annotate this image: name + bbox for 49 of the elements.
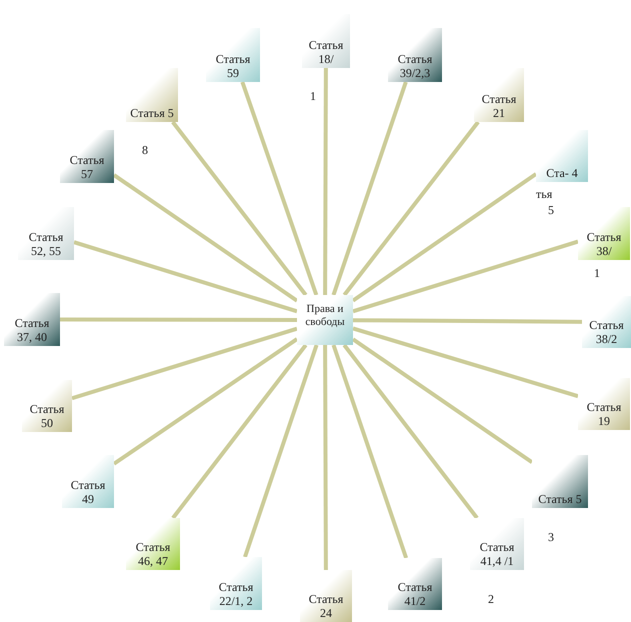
- article-box: [297, 295, 353, 345]
- connector-line: [60, 318, 297, 322]
- article-label: Статья 5: [129, 106, 175, 120]
- article-label: Статья 24: [308, 592, 344, 620]
- connector-line: [323, 345, 328, 570]
- connector-line: [352, 318, 582, 324]
- article-label: Статья 38/2: [588, 318, 625, 346]
- article-label: Права и свободы: [304, 303, 346, 329]
- article-label: Статья 46, 47: [134, 540, 172, 568]
- connector-line: [112, 337, 298, 466]
- article-label: Статья 38/: [586, 230, 622, 258]
- article-label: Статья 18/: [308, 38, 344, 66]
- connector-line: [342, 344, 479, 520]
- connector-line: [243, 344, 318, 558]
- connector-line: [352, 326, 579, 398]
- article-label: Статья 59: [214, 52, 252, 80]
- article-label: Статья 37, 40: [14, 316, 50, 344]
- article-label: Статья 19: [586, 400, 622, 428]
- connector-line: [73, 240, 298, 314]
- connector-line: [352, 172, 538, 302]
- side-note: 2: [488, 592, 494, 606]
- article-label: Статья 57: [68, 153, 106, 181]
- connector-line: [332, 81, 408, 296]
- connector-line: [240, 81, 318, 296]
- article-label: Статья 39/2,3: [396, 52, 434, 80]
- connector-line: [112, 173, 298, 302]
- article-label: Статья 49: [70, 478, 106, 506]
- side-note: 1: [594, 266, 600, 280]
- side-note: 8: [142, 143, 148, 157]
- article-label: Статья 22/1, 2: [218, 580, 254, 608]
- connector-line: [171, 120, 308, 296]
- connector-line: [323, 68, 328, 295]
- side-note: тья: [536, 187, 552, 201]
- connector-line: [352, 338, 534, 464]
- article-label: Ста- 4: [545, 166, 579, 180]
- article-label: Статья 50: [28, 402, 66, 430]
- connector-line: [342, 120, 480, 296]
- connector-line: [352, 240, 579, 314]
- side-note: 1: [310, 89, 316, 103]
- connector-line: [71, 326, 298, 400]
- article-label: Статья 52, 55: [28, 230, 64, 258]
- article-label: Статья 21: [480, 92, 518, 120]
- side-note: 3: [548, 530, 554, 544]
- connector-line: [332, 344, 408, 559]
- side-note: 5: [548, 203, 554, 217]
- article-label: Статья 5: [537, 492, 583, 506]
- article-label: Статья 41,4 /1: [478, 540, 516, 568]
- article-label: Статья 41/2: [396, 580, 434, 608]
- connector-line: [171, 344, 308, 520]
